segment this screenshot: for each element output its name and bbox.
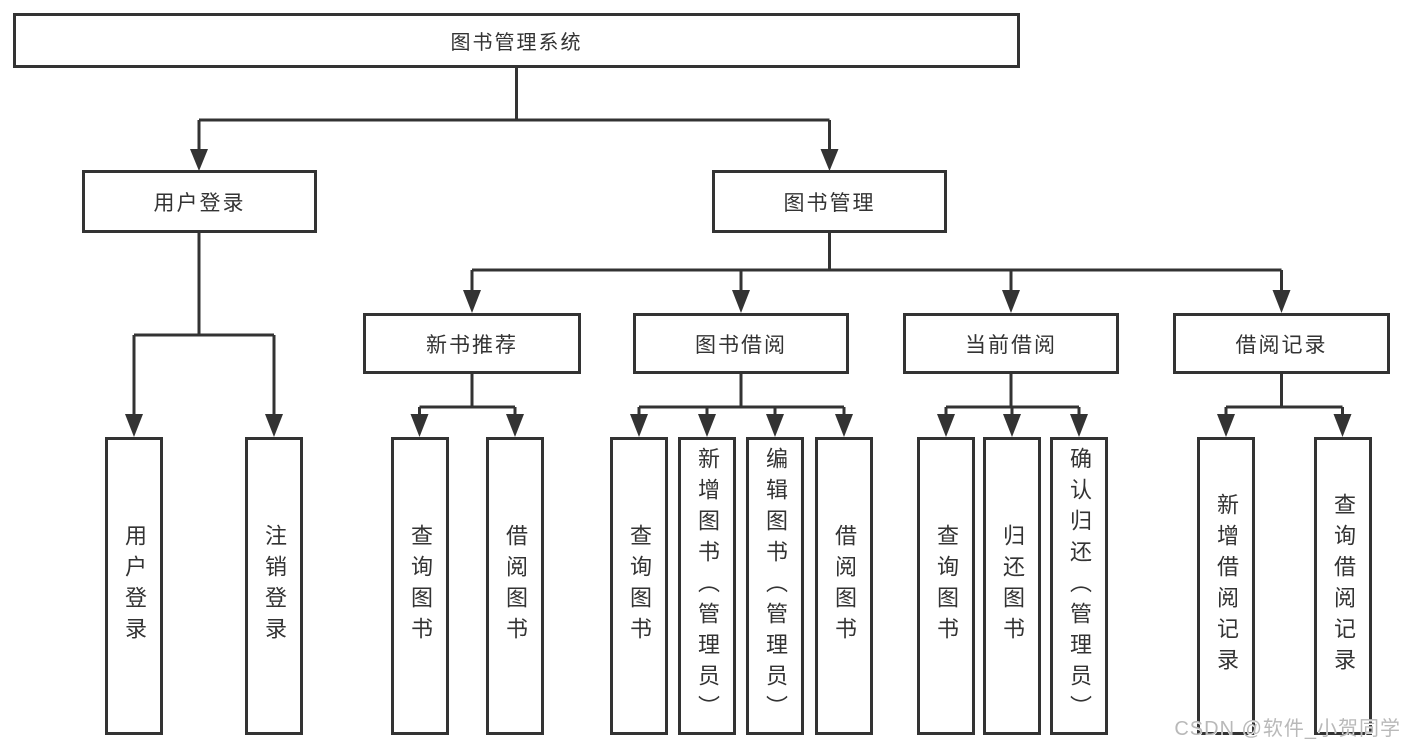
node-label: 新增图书（管理员） (695, 446, 720, 726)
node-label: 确认归还（管理员） (1067, 446, 1092, 726)
node-library-system: 图书管理系统 (13, 13, 1020, 68)
node-label: 图书借阅 (695, 333, 787, 357)
node-borrow-records: 借阅记录 (1173, 313, 1390, 374)
node-label: 借阅记录 (1235, 333, 1328, 357)
node-label: 查询图书 (934, 524, 959, 648)
leaf-logout: 注销登录 (245, 437, 303, 735)
leaf-add-borrow-record: 新增借阅记录 (1197, 437, 1255, 735)
leaf-query-books-3: 查询图书 (917, 437, 975, 735)
node-label: 借阅图书 (503, 524, 528, 648)
node-label: 查询图书 (408, 524, 433, 648)
leaf-confirm-return-admin: 确认归还（管理员） (1050, 437, 1108, 735)
node-current-borrow: 当前借阅 (903, 313, 1119, 374)
leaf-edit-books-admin: 编辑图书（管理员） (746, 437, 804, 735)
leaf-user-login: 用户登录 (105, 437, 163, 735)
leaf-query-books-1: 查询图书 (391, 437, 449, 735)
leaf-query-books-2: 查询图书 (610, 437, 668, 735)
connector-newbook-children (418, 374, 517, 415)
connector-records-children (1224, 374, 1344, 415)
node-label: 图书管理 (783, 191, 876, 215)
node-label: 用户登录 (122, 524, 147, 648)
leaf-return-books: 归还图书 (983, 437, 1041, 735)
node-label: 注销登录 (262, 524, 287, 648)
node-book-management: 图书管理 (712, 170, 947, 233)
leaf-add-books-admin: 新增图书（管理员） (678, 437, 736, 735)
connector-borrow-children (637, 374, 846, 415)
node-user-login: 用户登录 (82, 170, 317, 233)
node-label: 编辑图书（管理员） (763, 446, 788, 726)
connector-userlogin-children (132, 233, 276, 415)
arrowheads (125, 149, 1352, 437)
node-label: 归还图书 (1000, 524, 1025, 648)
leaf-borrow-books-2: 借阅图书 (815, 437, 873, 735)
node-new-book-recommend: 新书推荐 (363, 313, 581, 374)
node-label: 借阅图书 (832, 524, 857, 648)
connector-root-to-level2 (197, 68, 831, 150)
node-label: 用户登录 (153, 191, 246, 215)
node-label: 新增借阅记录 (1214, 493, 1239, 679)
leaf-query-borrow-record: 查询借阅记录 (1314, 437, 1372, 735)
node-book-borrow: 图书借阅 (633, 313, 849, 374)
connector-bookmgmt-children (470, 233, 1283, 291)
node-label: 当前借阅 (965, 333, 1057, 357)
node-label: 图书管理系统 (450, 32, 583, 54)
leaf-borrow-books-1: 借阅图书 (486, 437, 544, 735)
node-label: 查询图书 (627, 524, 652, 648)
node-label: 查询借阅记录 (1331, 493, 1356, 679)
connector-current-children (944, 374, 1081, 415)
node-label: 新书推荐 (426, 333, 518, 357)
csdn-watermark: CSDN @软件_小贺同学 (1174, 718, 1401, 740)
